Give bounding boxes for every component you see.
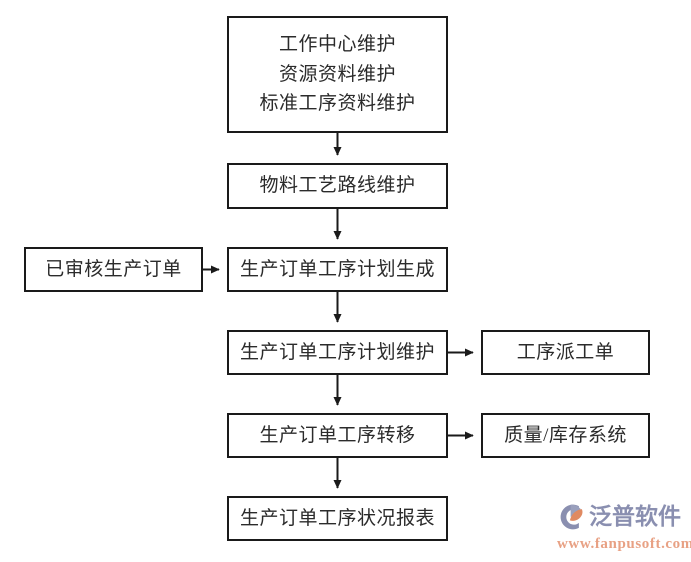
node-status-report[interactable]: 生产订单工序状况报表: [227, 496, 448, 541]
node-master-data-line-3: 标准工序资料维护: [259, 93, 416, 115]
node-approved-order[interactable]: 已审核生产订单: [24, 247, 203, 292]
node-process-transfer[interactable]: 生产订单工序转移: [227, 413, 448, 458]
node-dispatch-order-label: 工序派工单: [516, 341, 615, 363]
node-quality-inventory-label: 质量/库存系统: [504, 424, 627, 446]
node-plan-maintain[interactable]: 生产订单工序计划维护: [227, 330, 448, 375]
node-plan-generate[interactable]: 生产订单工序计划生成: [227, 247, 448, 292]
node-master-data[interactable]: 工作中心维护 资源资料维护 标准工序资料维护: [227, 16, 448, 133]
node-master-data-line-1: 工作中心维护: [278, 34, 396, 56]
node-quality-inventory[interactable]: 质量/库存系统: [481, 413, 650, 458]
node-dispatch-order[interactable]: 工序派工单: [481, 330, 650, 375]
fanpu-logo-icon: [560, 504, 583, 530]
watermark-url: www.fanpusoft.com: [557, 536, 691, 552]
node-plan-generate-label: 生产订单工序计划生成: [239, 258, 435, 280]
node-approved-order-label: 已审核生产订单: [45, 258, 182, 280]
node-master-data-line-2: 资源资料维护: [278, 63, 396, 85]
node-plan-maintain-label: 生产订单工序计划维护: [239, 341, 435, 363]
node-status-report-label: 生产订单工序状况报表: [239, 507, 435, 529]
node-material-routing-label: 物料工艺路线维护: [259, 175, 416, 197]
node-material-routing[interactable]: 物料工艺路线维护: [227, 163, 448, 209]
watermark-brand-name: 泛普软件: [589, 503, 681, 530]
watermark-brand-row: 泛普软件: [556, 500, 681, 534]
node-process-transfer-label: 生产订单工序转移: [259, 424, 416, 446]
watermark-logo: 泛普软件 www.fanpusoft.com: [556, 500, 691, 558]
